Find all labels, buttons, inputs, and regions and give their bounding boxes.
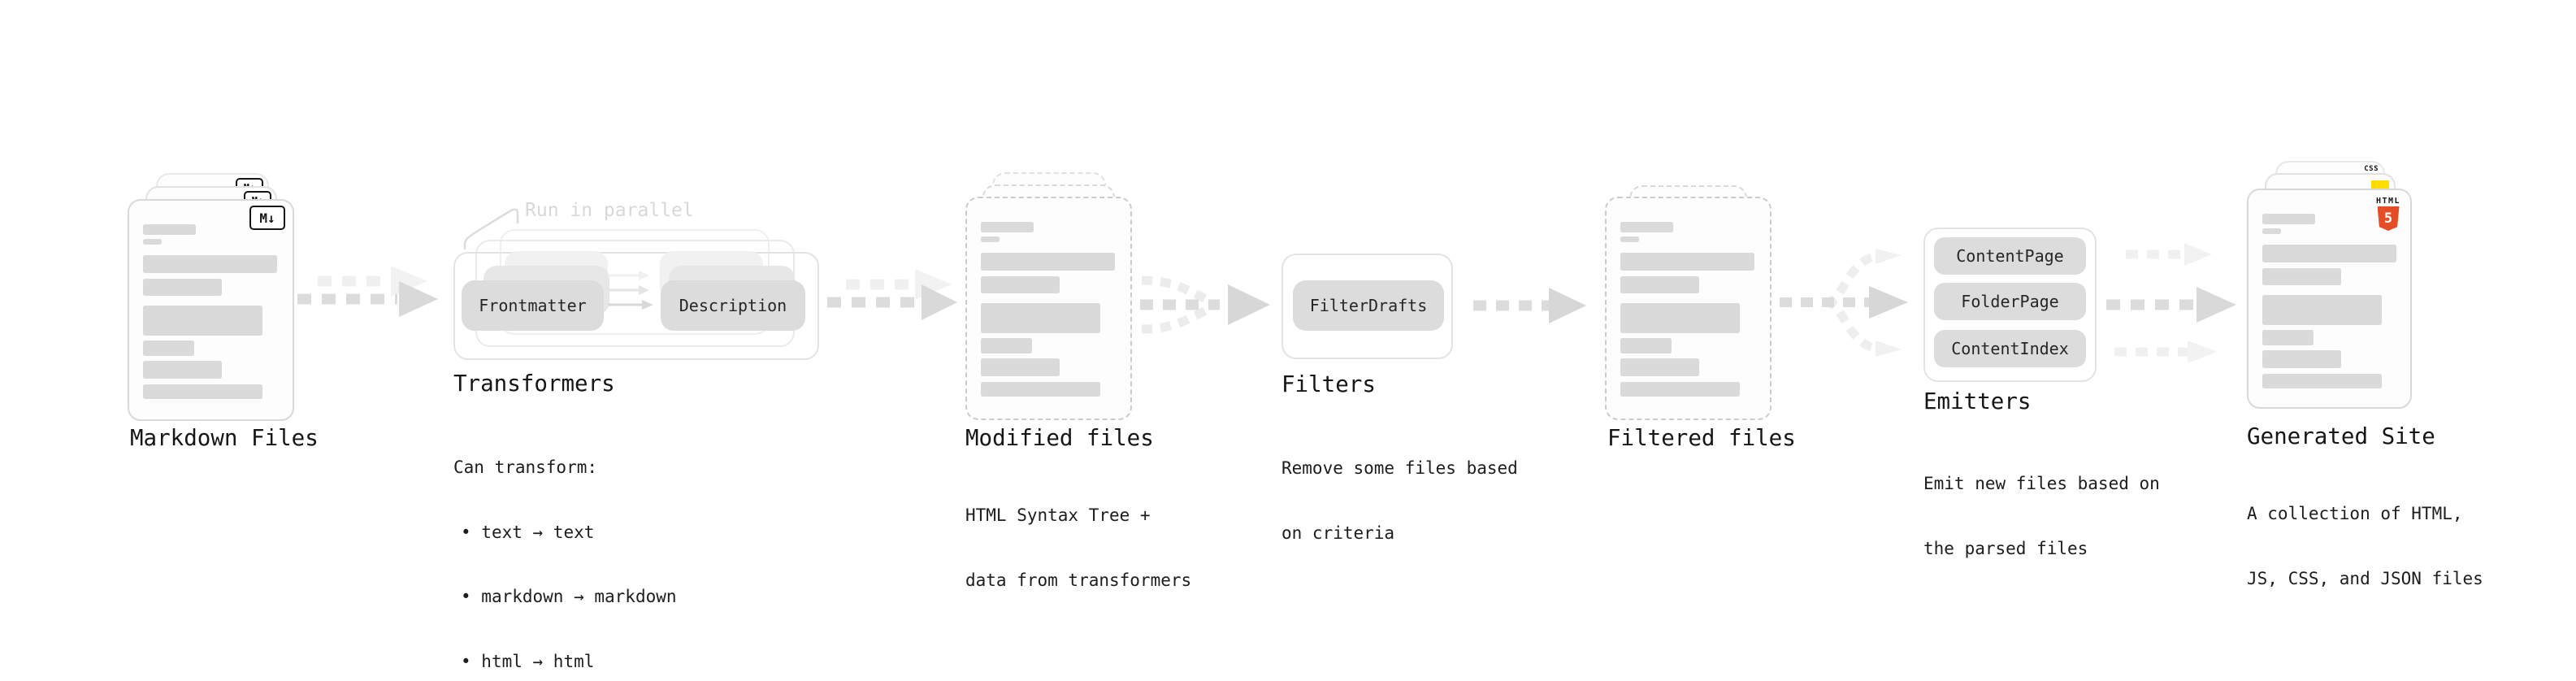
arrow-transformers-to-modified — [827, 269, 957, 320]
filtered-file-card-front — [1605, 197, 1772, 420]
filters-label: Filters — [1281, 371, 1376, 397]
modified-files-label: Modified files — [965, 425, 1154, 451]
markdown-file-card-front: M↓ — [128, 199, 294, 421]
arrow-filtered-to-emitters — [1780, 249, 1908, 357]
html5-icon: HTML 5 — [2374, 197, 2402, 231]
file-skeleton — [1620, 222, 1759, 397]
pill-contentindex-label: ContentIndex — [1951, 339, 2069, 358]
transform-bullet: markdown → markdown — [453, 586, 676, 608]
pill-folderpage: FolderPage — [1934, 283, 2086, 320]
pill-frontmatter-label: Frontmatter — [479, 296, 587, 315]
modified-file-card-front — [965, 197, 1132, 420]
filters-description: Remove some files based on criteria — [1281, 458, 1518, 543]
markdown-files-caption: Markdown Files — [130, 425, 319, 452]
generated-site-description: A collection of HTML, JS, CSS, and JSON … — [2247, 504, 2483, 588]
generated-site-caption: Generated Site A collection of HTML, JS,… — [2247, 423, 2483, 632]
pill-folderpage-label: FolderPage — [1961, 292, 2059, 311]
filters-caption: Filters Remove some files based on crite… — [1281, 371, 1518, 587]
modified-files-node — [965, 172, 1169, 420]
markdown-files-label: Markdown Files — [130, 425, 319, 451]
filtered-files-label: Filtered files — [1607, 425, 1796, 451]
pill-contentindex: ContentIndex — [1934, 330, 2086, 367]
html-file-card: HTML 5 — [2247, 189, 2412, 409]
file-skeleton — [143, 224, 282, 399]
transformers-caption: Transformers Can transform: text → text … — [453, 371, 677, 681]
pill-description-label: Description — [679, 296, 787, 315]
transformers-description: Can transform: text → text markdown → ma… — [453, 414, 677, 681]
pill-filterdrafts: FilterDrafts — [1293, 280, 1444, 331]
transform-bullet: html → html — [453, 651, 677, 673]
arrow-emitters-to-generated — [2106, 243, 2236, 363]
run-in-parallel-annotation: Run in parallel — [525, 200, 694, 221]
arrow-modified-to-filters — [1140, 275, 1270, 334]
filtered-files-caption: Filtered files — [1607, 425, 1796, 452]
markdown-files-node: M↓ M↓ M↓ — [128, 173, 331, 421]
markdown-icon: M↓ — [249, 206, 285, 230]
arrow-markdown-to-transformers — [297, 266, 438, 317]
transformers-box-front — [453, 252, 819, 360]
pill-contentpage-label: ContentPage — [1956, 246, 2064, 266]
run-in-parallel-leader-line — [463, 208, 519, 250]
pill-filterdrafts-label: FilterDrafts — [1309, 296, 1428, 315]
arrow-filters-to-filtered — [1473, 288, 1586, 323]
pill-description: Description — [661, 280, 805, 331]
modified-files-caption: Modified files HTML Syntax Tree + data f… — [965, 425, 1191, 634]
generated-site-label: Generated Site — [2247, 423, 2435, 449]
transformers-label: Transformers — [453, 371, 615, 397]
transformer-flow-arrows — [608, 271, 653, 310]
javascript-icon — [2371, 180, 2389, 191]
file-skeleton — [981, 222, 1120, 397]
emitters-caption: Emitters Emit new files based on the par… — [1923, 388, 2160, 602]
emitters-label: Emitters — [1923, 388, 2032, 414]
filtered-files-node — [1605, 185, 1808, 421]
pill-frontmatter: Frontmatter — [462, 280, 604, 331]
generated-site-node: CSS HTML 5 — [2247, 161, 2458, 413]
modified-files-description: HTML Syntax Tree + data from transformer… — [965, 505, 1192, 590]
pill-contentpage: ContentPage — [1934, 237, 2086, 275]
emitters-description: Emit new files based on the parsed files — [1923, 474, 2160, 558]
transform-bullet: text → text — [453, 522, 677, 544]
file-skeleton — [2262, 214, 2401, 388]
